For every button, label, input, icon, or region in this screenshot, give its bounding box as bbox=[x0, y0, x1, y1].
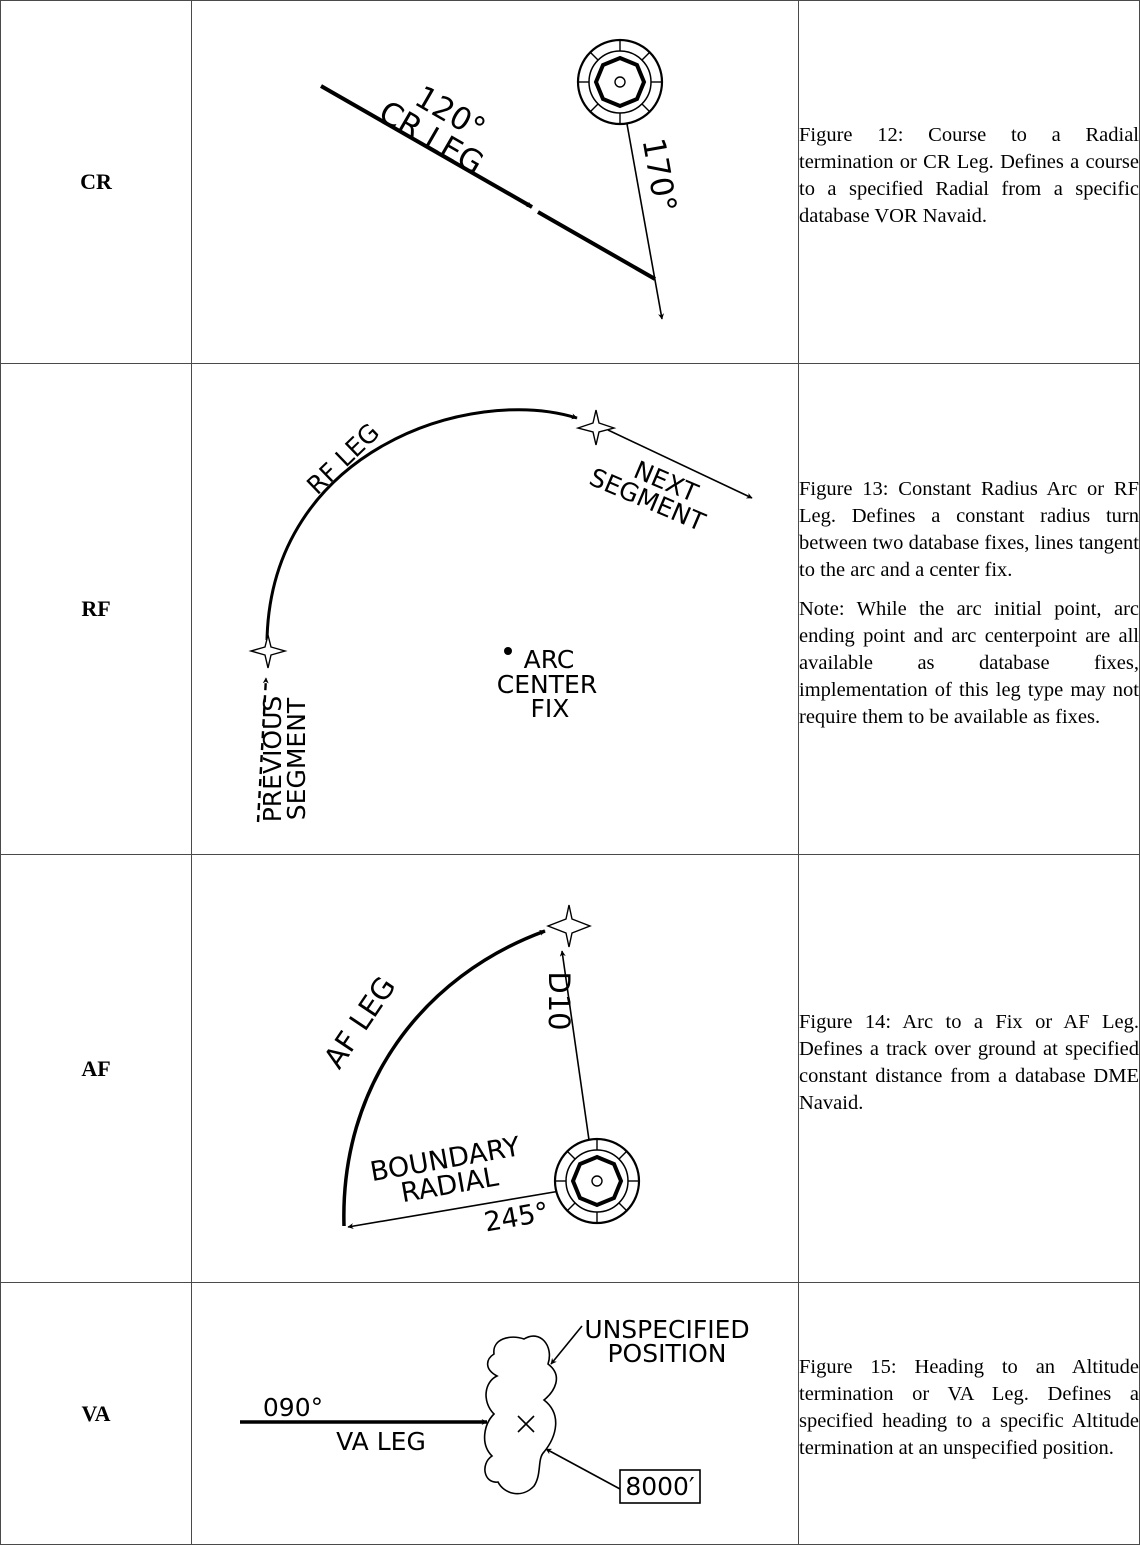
cr-leg-line bbox=[320, 83, 533, 209]
caption-cr: Figure 12: Course to a Radial terminatio… bbox=[798, 0, 1140, 364]
position-marker-icon bbox=[517, 1414, 535, 1433]
arc-initial-fix-icon bbox=[248, 634, 288, 668]
af-leg-arc bbox=[342, 928, 546, 1226]
leg-code-cr: CR bbox=[0, 0, 192, 364]
figure-cr: 120° CR LEG 170° bbox=[191, 0, 799, 364]
rf-leg-diagram: RF LEG NEXT SEGMENT ARC CENTER FIX PREVI… bbox=[248, 407, 753, 822]
arc-ending-fix-icon bbox=[575, 409, 617, 445]
arc-center-label-1: ARC bbox=[524, 645, 575, 674]
altitude-box bbox=[619, 1468, 701, 1504]
arc-center-point-icon bbox=[504, 646, 512, 655]
caption-va: Figure 15: Heading to an Altitude termin… bbox=[798, 1282, 1140, 1545]
figure-12-caption: Figure 12: Course to a Radial terminatio… bbox=[799, 124, 1139, 227]
caption-af: Figure 14: Arc to a Fix or AF Leg. Defin… bbox=[798, 854, 1140, 1283]
unspecified-position-area bbox=[483, 1334, 558, 1494]
figure-14-caption: Figure 14: Arc to a Fix or AF Leg. Defin… bbox=[799, 1010, 1139, 1114]
position-pointer-line bbox=[550, 1324, 583, 1365]
figure-15-caption: Figure 15: Heading to an Altitude termin… bbox=[799, 1355, 1139, 1459]
cr-leg-diagram: 120° CR LEG 170° bbox=[320, 38, 683, 320]
previous-segment-line bbox=[256, 676, 269, 822]
unspecified-position-label-1: UNSPECIFIED bbox=[584, 1315, 749, 1344]
previous-segment-label-2: SEGMENT bbox=[282, 697, 311, 820]
unspecified-position-label-2: POSITION bbox=[607, 1339, 726, 1368]
d10-distance-line bbox=[559, 949, 590, 1140]
af-leg-diagram: AF LEG D10 BOUNDARY RADIAL 245° bbox=[317, 904, 641, 1238]
figure-va: 090° VA LEG UNSPECIFIED POSITION 8000′ bbox=[191, 1282, 799, 1545]
figure-13-note: Note: While the arc initial point, arc e… bbox=[799, 597, 1139, 728]
table-row-va: VA 090° VA LEG UNSPECIFIED bbox=[0, 1282, 1140, 1545]
figure-13-caption: Figure 13: Constant Radius Arc or RF Leg… bbox=[799, 477, 1139, 581]
previous-segment-label-1: PREVIOUS bbox=[258, 695, 287, 822]
next-segment-line bbox=[607, 428, 753, 499]
va-leg-label: VA LEG bbox=[336, 1427, 426, 1456]
caption-rf: Figure 13: Constant Radius Arc or RF Leg… bbox=[798, 363, 1140, 855]
figure-af: AF LEG D10 BOUNDARY RADIAL 245° bbox=[191, 854, 799, 1283]
radial-170-line bbox=[626, 123, 664, 320]
leg-code-af: AF bbox=[0, 854, 192, 1283]
arc-center-label-2: CENTER bbox=[497, 670, 597, 699]
vor-navaid-icon bbox=[576, 38, 664, 125]
table-row-rf: RF RF LEG NEXT SEGMENT ARC bbox=[0, 363, 1140, 855]
altitude-pointer-line bbox=[545, 1447, 621, 1490]
rf-leg-label: RF LEG bbox=[301, 417, 385, 500]
arc-center-label-3: FIX bbox=[531, 694, 570, 723]
table-row-cr: CR bbox=[0, 0, 1140, 364]
figure-rf: RF LEG NEXT SEGMENT ARC CENTER FIX PREVI… bbox=[191, 363, 799, 855]
cr-leg-continuation bbox=[537, 209, 656, 281]
fix-icon bbox=[546, 904, 592, 947]
va-leg-diagram: 090° VA LEG UNSPECIFIED POSITION 8000′ bbox=[240, 1315, 750, 1504]
va-heading-label: 090° bbox=[263, 1393, 323, 1422]
boundary-radial-line bbox=[347, 1188, 567, 1229]
leg-code-va: VA bbox=[0, 1282, 192, 1545]
altitude-label: 8000′ bbox=[625, 1472, 695, 1501]
table-row-af: AF bbox=[0, 854, 1140, 1283]
d10-label: D10 bbox=[542, 971, 576, 1030]
dme-navaid-icon bbox=[553, 1137, 641, 1224]
leg-code-rf: RF bbox=[0, 363, 192, 855]
rf-leg-arc bbox=[265, 407, 578, 640]
af-leg-label: AF LEG bbox=[317, 970, 403, 1074]
